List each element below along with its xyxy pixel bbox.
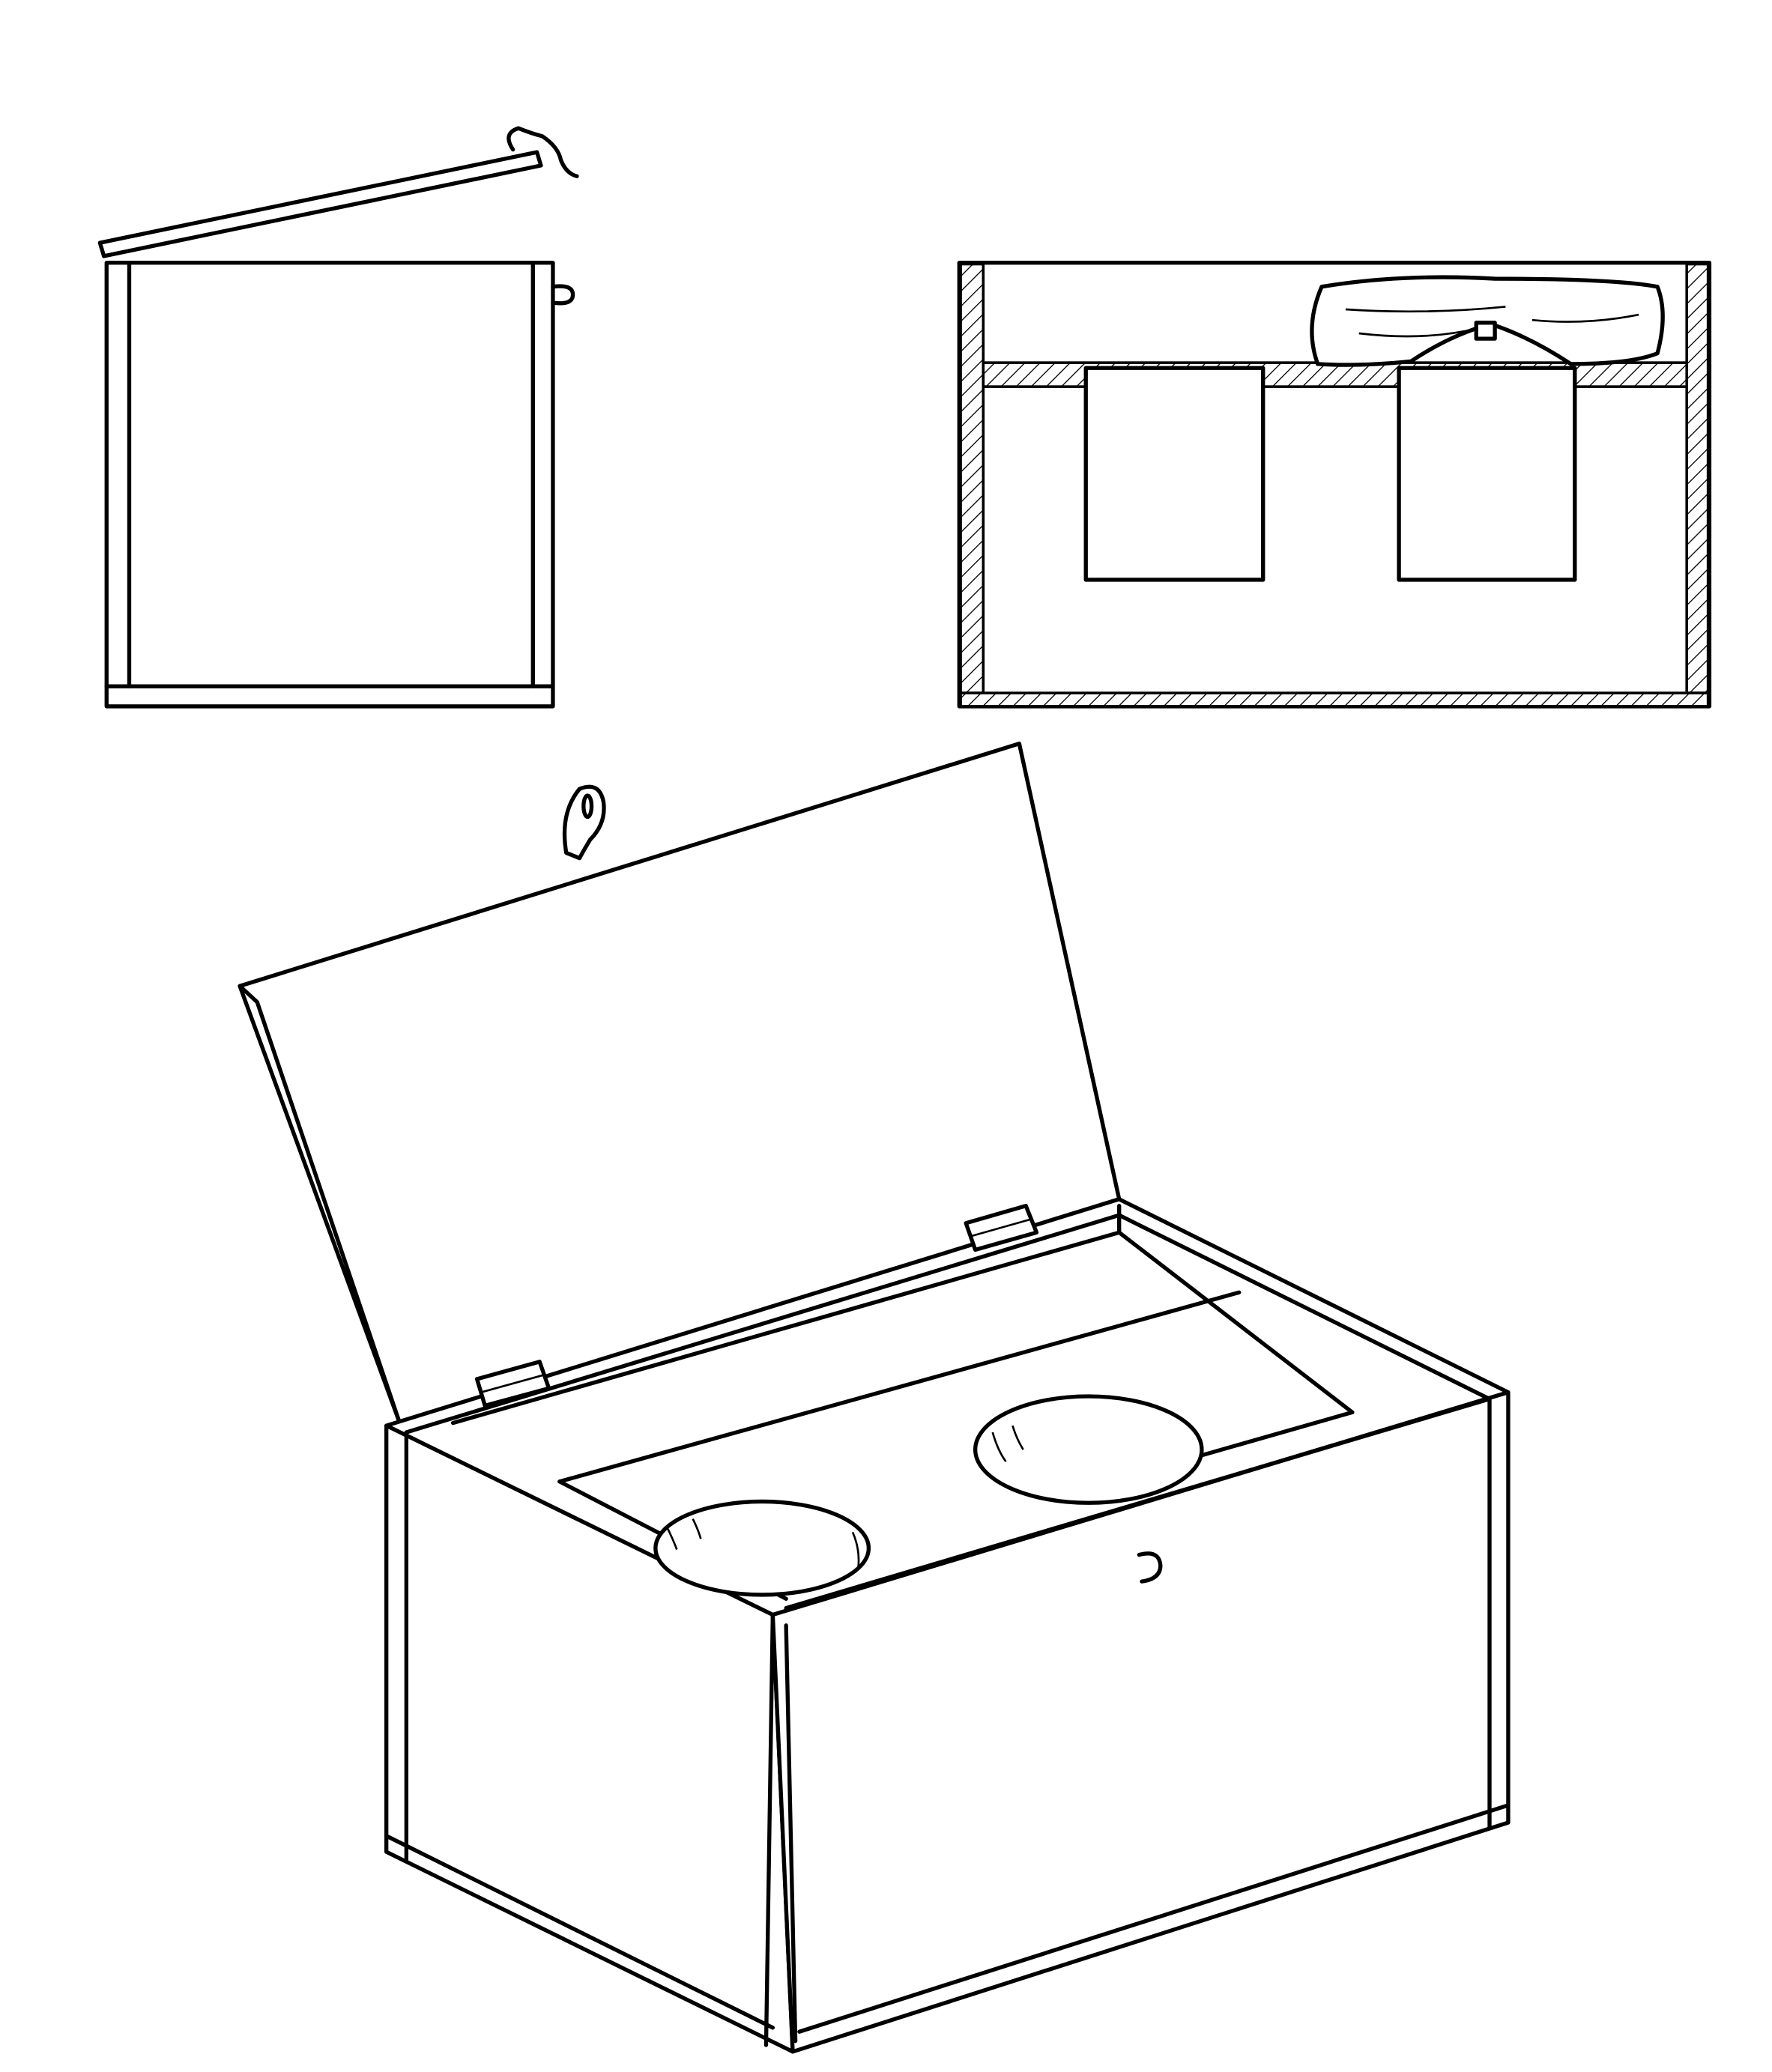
handle-icon <box>551 284 575 306</box>
cross-section-view <box>957 261 1712 709</box>
can-right <box>1397 366 1577 582</box>
side-view <box>97 126 579 709</box>
rope-icon <box>506 126 579 178</box>
perspective-view <box>238 742 1511 2054</box>
can-left <box>1083 366 1266 582</box>
hole-left <box>653 1499 871 1597</box>
latch-icon <box>1137 1551 1163 1584</box>
hole-right <box>973 1394 1204 1505</box>
lid-handle-icon <box>562 784 606 861</box>
lid <box>97 150 543 258</box>
